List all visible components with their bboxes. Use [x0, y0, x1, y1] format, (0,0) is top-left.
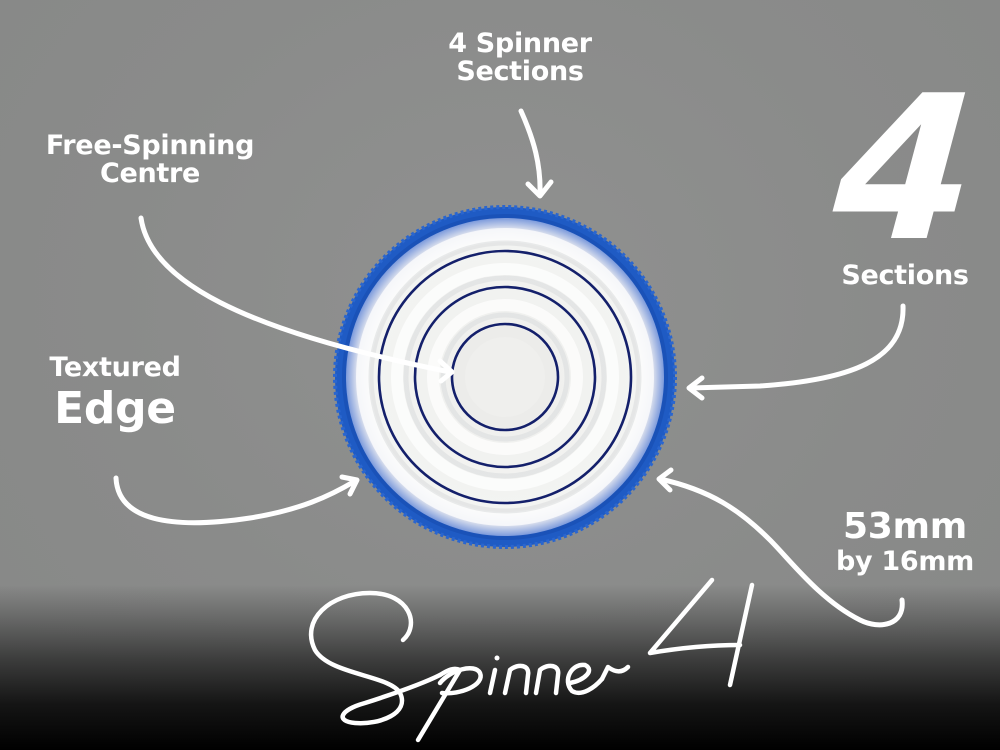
ring-divider-1 [450, 322, 560, 432]
script-logo-graphic [308, 577, 755, 743]
label-dimensions: 53mm by 16mm [820, 508, 990, 576]
label-sections: Sections [841, 260, 969, 291]
spinner-disc-graphic [333, 205, 677, 549]
spinner4-script-logo [290, 575, 760, 745]
label-textured-edge: Textured Edge [30, 352, 200, 435]
ring-divider-2 [413, 285, 597, 469]
label-line: 4 Spinner [448, 28, 592, 59]
arrow-textured-edge [113, 474, 360, 526]
bottom-dark-fade [0, 585, 1000, 750]
label-line-emphasis: Edge [54, 383, 176, 435]
label-line: Sections [456, 56, 584, 88]
arrow-free-spinning-centre [138, 215, 455, 384]
label-line: Textured [49, 352, 181, 383]
label-diameter: 53mm [843, 506, 967, 547]
label-height: by 16mm [835, 545, 975, 577]
arrow-spinner-sections [518, 108, 554, 199]
arrow-dimensions [656, 467, 905, 628]
spinner-product [333, 205, 677, 549]
ring-divider-3 [377, 249, 633, 505]
label-spinner-sections: 4 Spinner Sections [440, 28, 600, 88]
label-line: Centre [99, 158, 201, 190]
big-number-four: 4 [827, 53, 983, 286]
arrow-sections [686, 303, 906, 401]
label-free-spinning-centre: Free-Spinning Centre [25, 130, 275, 190]
label-line: Free-Spinning [45, 130, 255, 161]
